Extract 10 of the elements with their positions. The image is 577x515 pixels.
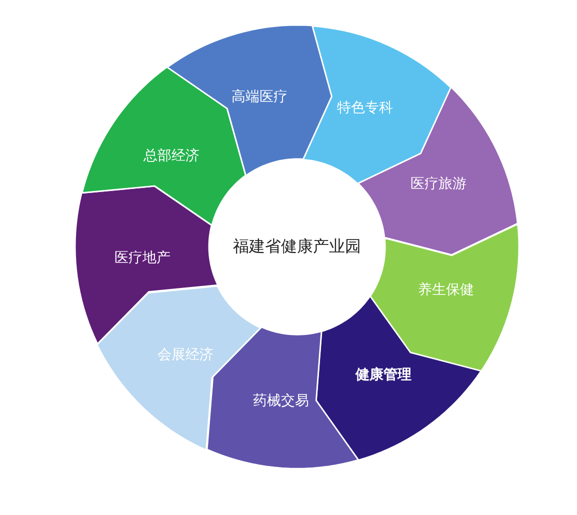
segment-label: 养生保健	[418, 280, 474, 299]
segment-label: 总部经济	[144, 146, 200, 165]
center-title: 福建省健康产业园	[233, 236, 361, 258]
segment-label: 药械交易	[252, 392, 309, 410]
segment-label: 医疗旅游	[410, 174, 467, 193]
segment-label: 会展经济	[157, 346, 214, 364]
segment-label: 特色专科	[336, 98, 393, 117]
segment-label: 高端医疗	[231, 88, 288, 106]
segment-label: 医疗地产	[114, 248, 170, 267]
segment-label: 健康管理	[356, 366, 412, 384]
